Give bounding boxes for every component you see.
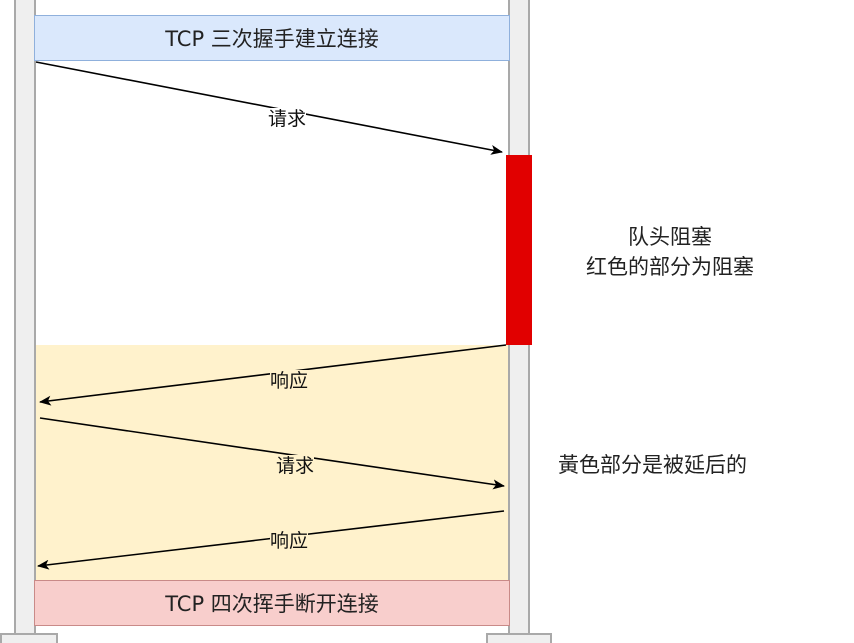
handshake-banner-text: TCP 三次握手建立连接: [165, 27, 379, 51]
teardown-banner-text: TCP 四次挥手断开连接: [165, 592, 379, 616]
blocking-block: [506, 155, 532, 345]
client-lifeline: [14, 0, 36, 633]
blocking-note-desc: 红色的部分为阻塞: [586, 255, 754, 279]
request-label-2: 请求: [276, 455, 315, 477]
request-arrow-1: [35, 61, 503, 155]
teardown-banner: TCP 四次挥手断开连接: [34, 580, 510, 626]
blocking-note: 队头阻塞 红色的部分为阻塞: [560, 222, 780, 282]
response-label-1: 响应: [270, 370, 309, 392]
blocking-note-title: 队头阻塞: [628, 225, 712, 249]
request-label-1: 请求: [268, 108, 307, 130]
response-label-2: 响应: [270, 530, 309, 552]
handshake-banner: TCP 三次握手建立连接: [34, 15, 510, 61]
request-arrow-2: [39, 417, 505, 490]
client-lifeline-foot: [0, 633, 58, 643]
delayed-note: 黃色部分是被延后的: [558, 450, 838, 480]
delayed-note-desc: 黃色部分是被延后的: [558, 453, 747, 477]
server-lifeline-foot: [486, 633, 552, 643]
